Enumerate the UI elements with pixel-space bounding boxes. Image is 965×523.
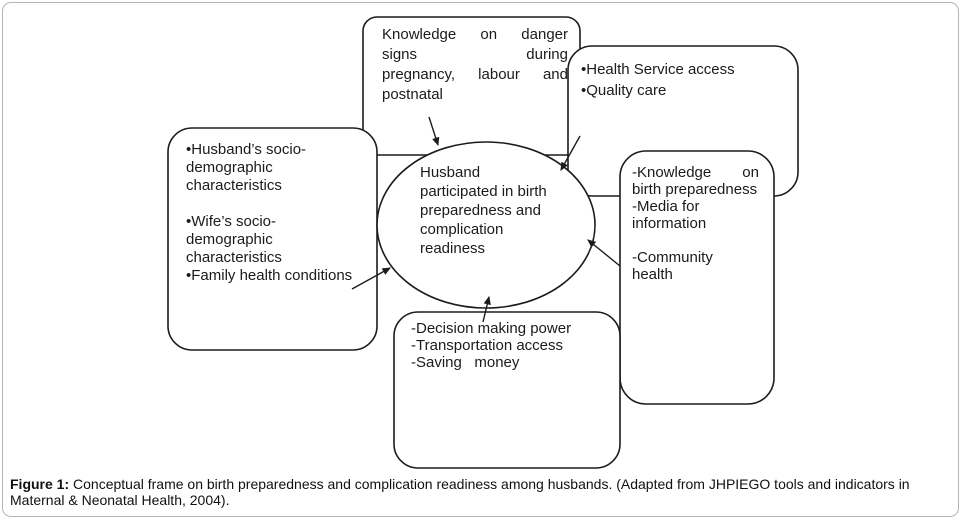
bottom-box-line: -Transportation access xyxy=(411,337,564,354)
left-box-line: characteristics xyxy=(186,249,282,266)
right-box-line: -Knowledge on xyxy=(632,164,759,181)
center-ellipse-line: participated in birth xyxy=(420,183,547,200)
right-box-line xyxy=(632,232,759,249)
left-box-line: demographic xyxy=(186,159,273,176)
top-box-line: pregnancy, labour and xyxy=(382,66,568,83)
center-ellipse-text: Husband participated in birth preparedne… xyxy=(420,163,572,258)
top-right-box-text: •Health Service access •Quality care xyxy=(581,59,787,101)
top-box-line: postnatal xyxy=(382,86,443,103)
left-box-shape xyxy=(167,127,378,351)
left-box-line: •Husband’s socio- xyxy=(186,141,307,158)
bottom-box-shape xyxy=(393,311,621,469)
arrow-bottom-box-to-center xyxy=(482,295,491,323)
bottom-box-text: -Decision making power -Transportation a… xyxy=(411,320,615,371)
top-box-text: Knowledge on danger signs during pregnan… xyxy=(382,25,568,105)
center-ellipse-line: preparedness and xyxy=(420,202,541,219)
right-box-shape xyxy=(619,150,775,405)
top-box-line: Knowledge on danger xyxy=(382,26,568,43)
center-ellipse-line: readiness xyxy=(420,240,486,257)
diagram-shapes xyxy=(167,16,799,469)
left-box-line: demographic xyxy=(186,231,273,248)
right-box-line: -Community xyxy=(632,249,713,266)
top-box-line: signs during xyxy=(382,46,568,63)
right-box-line: information xyxy=(632,215,707,232)
figure-caption-label: Figure 1: xyxy=(10,476,70,492)
arrow-top-right-box-to-center xyxy=(560,135,581,171)
right-box-line: health xyxy=(632,266,673,283)
center-ellipse-line: Husband xyxy=(420,164,481,181)
figure-caption-text: Conceptual frame on birth preparedness a… xyxy=(10,476,910,508)
arrow-right-box-to-center xyxy=(587,239,621,267)
left-box-line: characteristics xyxy=(186,177,282,194)
bottom-box-line: -Decision making power xyxy=(411,320,572,337)
left-box-line: •Family health conditions xyxy=(186,267,353,284)
left-box-line xyxy=(186,195,364,213)
top-right-box-line: •Health Service access xyxy=(581,61,735,78)
bottom-box-line: -Saving money xyxy=(411,354,520,371)
conceptual-diagram: Knowledge on danger signs during pregnan… xyxy=(167,16,799,469)
right-box-text: -Knowledge on birth preparedness -Media … xyxy=(632,164,759,283)
arrow-top-box-to-center xyxy=(428,116,440,147)
top-right-box-line: •Quality care xyxy=(581,82,667,99)
center-ellipse-line: complication xyxy=(420,221,504,238)
left-box-line: •Wife’s socio- xyxy=(186,213,276,230)
left-box-text: •Husband’s socio- demographic characteri… xyxy=(186,141,364,285)
right-box-line: birth preparedness xyxy=(632,181,758,198)
figure-caption: Figure 1: Conceptual frame on birth prep… xyxy=(10,476,954,508)
right-box-line: -Media for xyxy=(632,198,700,215)
arrow-left-box-to-center xyxy=(351,267,391,290)
